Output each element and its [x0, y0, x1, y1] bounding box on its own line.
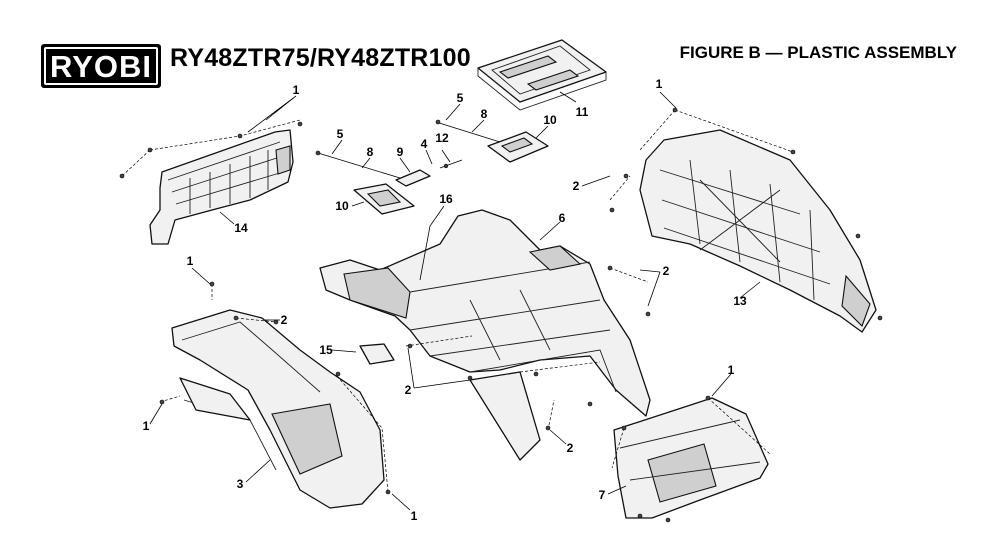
- callout-12: 12: [435, 131, 449, 145]
- part-13-right-rear-panel: [639, 129, 877, 333]
- callout-11: 11: [576, 105, 589, 119]
- ryobi-logo: RYOBI: [41, 44, 161, 88]
- figure-title: FIGURE B — PLASTIC ASSEMBLY: [679, 43, 957, 62]
- part-9-latch: [395, 169, 431, 187]
- callout-1: 1: [187, 254, 194, 268]
- callout-13: 13: [733, 294, 747, 308]
- callout-2: 2: [405, 383, 412, 397]
- callout-labels: 1 14 5 8 9 4 12 5 8 10 10 11 16 6 1 2 13…: [143, 77, 747, 523]
- callout-10: 10: [543, 113, 557, 127]
- callout-10: 10: [335, 199, 349, 213]
- callout-9: 9: [397, 145, 404, 159]
- callout-8: 8: [367, 145, 374, 159]
- callout-leaders: [149, 91, 761, 511]
- callout-1: 1: [728, 363, 735, 377]
- callout-2: 2: [281, 313, 288, 327]
- callout-6: 6: [559, 211, 566, 225]
- callout-15: 15: [319, 343, 333, 357]
- callout-3: 3: [237, 477, 244, 491]
- part-3-left-fender: [171, 309, 385, 509]
- model-title: RY48ZTR75/RY48ZTR100: [170, 44, 471, 72]
- part-15-bracket: [359, 343, 395, 365]
- callout-2: 2: [567, 441, 574, 455]
- callout-7: 7: [599, 488, 606, 502]
- dashed-leader-lines: [121, 109, 794, 493]
- part-7-right-fender: [613, 397, 769, 519]
- callout-2: 2: [663, 264, 670, 278]
- part-10-left-lid: [353, 183, 415, 215]
- callout-1: 1: [411, 509, 418, 523]
- callout-4: 4: [421, 137, 428, 151]
- callout-1: 1: [293, 83, 300, 97]
- callout-5: 5: [337, 127, 344, 141]
- logo-border: RYOBI: [44, 47, 158, 85]
- part-10-top-lid: [487, 131, 549, 163]
- callout-5: 5: [457, 91, 464, 105]
- callout-14: 14: [234, 221, 248, 235]
- logo-text: RYOBI: [49, 48, 153, 84]
- callout-16: 16: [439, 192, 453, 206]
- part-6-floor-pan: [319, 209, 651, 461]
- screw-markers: [119, 107, 883, 523]
- rods-8-5-12-4: [315, 119, 501, 179]
- callout-1: 1: [143, 419, 150, 433]
- callout-1: 1: [656, 77, 663, 91]
- callout-8: 8: [481, 107, 488, 121]
- part-11-top-tray: [477, 39, 607, 111]
- part-14-left-rear-panel: [149, 129, 294, 245]
- callout-2: 2: [573, 179, 580, 193]
